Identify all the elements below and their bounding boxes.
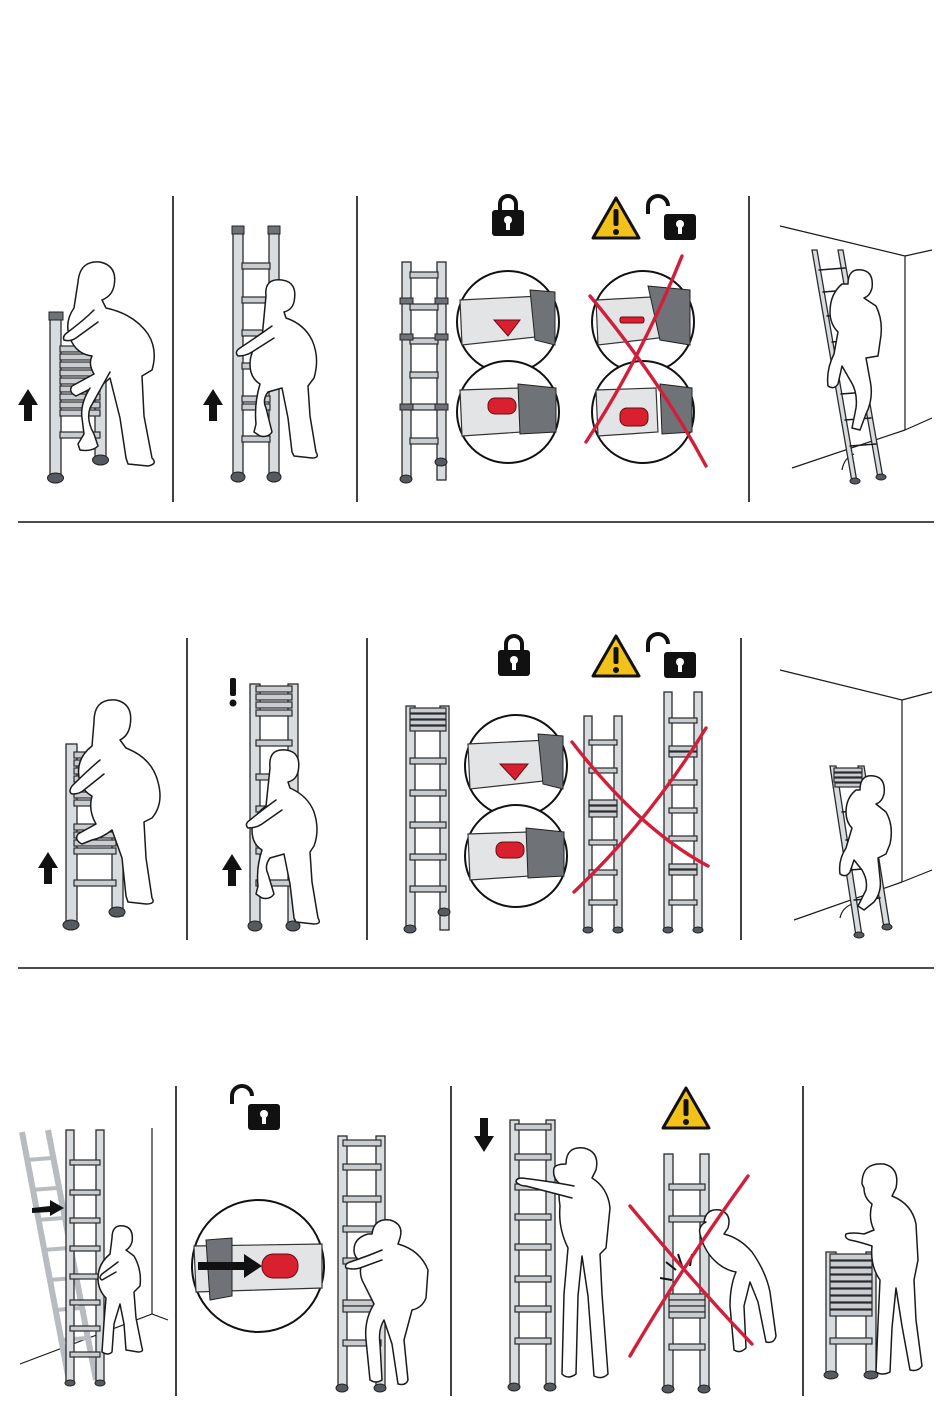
ladder-illustration [404,706,450,933]
panel-press-unlock-button [192,1086,428,1392]
panel-lean-against-wall [780,670,932,938]
ladder-illustration [65,1130,105,1386]
panel-lock-indicator-check [400,196,706,483]
panel-extend-from-bottom [18,262,154,483]
padlock-unlocked-icon [648,634,696,678]
panel-retract-section-by-section [474,1088,776,1393]
ladder-ghost-leaning [22,1130,96,1386]
panel-retract-bottom-first [20,1128,168,1386]
ladder-illustration [508,1120,556,1391]
arrow-down-icon [474,1118,494,1152]
padlock-locked-icon [492,196,524,236]
padlock-locked-icon [498,636,530,676]
zoom-circle-locked-bottom [457,361,559,463]
ladder-illustration [824,1252,878,1379]
row-1 [18,196,932,502]
person-figure [98,1226,143,1354]
zoom-circle-unlocked-top [592,271,694,373]
zoom-circle-locked-bottom [465,805,567,907]
panel-retracted-ladder [824,1164,922,1379]
panel-lock-indicator-check-sections [404,634,708,933]
panel-top-sections-extended [222,678,319,931]
panel-lean-against-wall [780,226,932,484]
row-3 [20,1086,922,1396]
warning-triangle-icon [593,198,639,238]
zoom-circle-unlocked-bottom [592,361,694,463]
ladder-illustration-unlocked-right [663,692,703,933]
zoom-circle-locked-top [465,715,567,817]
arrow-up-icon [18,389,38,421]
zoom-circle-unlock-button [192,1200,324,1332]
zoom-circle-locked-top [457,271,559,373]
ladder-illustration-unlocked-left [583,716,623,933]
padlock-unlocked-icon [648,196,696,240]
panel-extend-from-top [38,700,160,930]
padlock-unlocked-icon [232,1086,280,1130]
arrow-up-icon [38,852,58,884]
arrow-up-icon [222,854,242,886]
arrow-up-icon [203,389,223,421]
exclamation-icon [230,678,237,707]
warning-triangle-icon [593,636,639,676]
ladder-illustration [400,262,448,483]
person-figure [828,270,882,430]
row-2 [38,634,932,940]
warning-triangle-icon [663,1088,709,1128]
panel-bottom-section-extended [203,226,317,482]
